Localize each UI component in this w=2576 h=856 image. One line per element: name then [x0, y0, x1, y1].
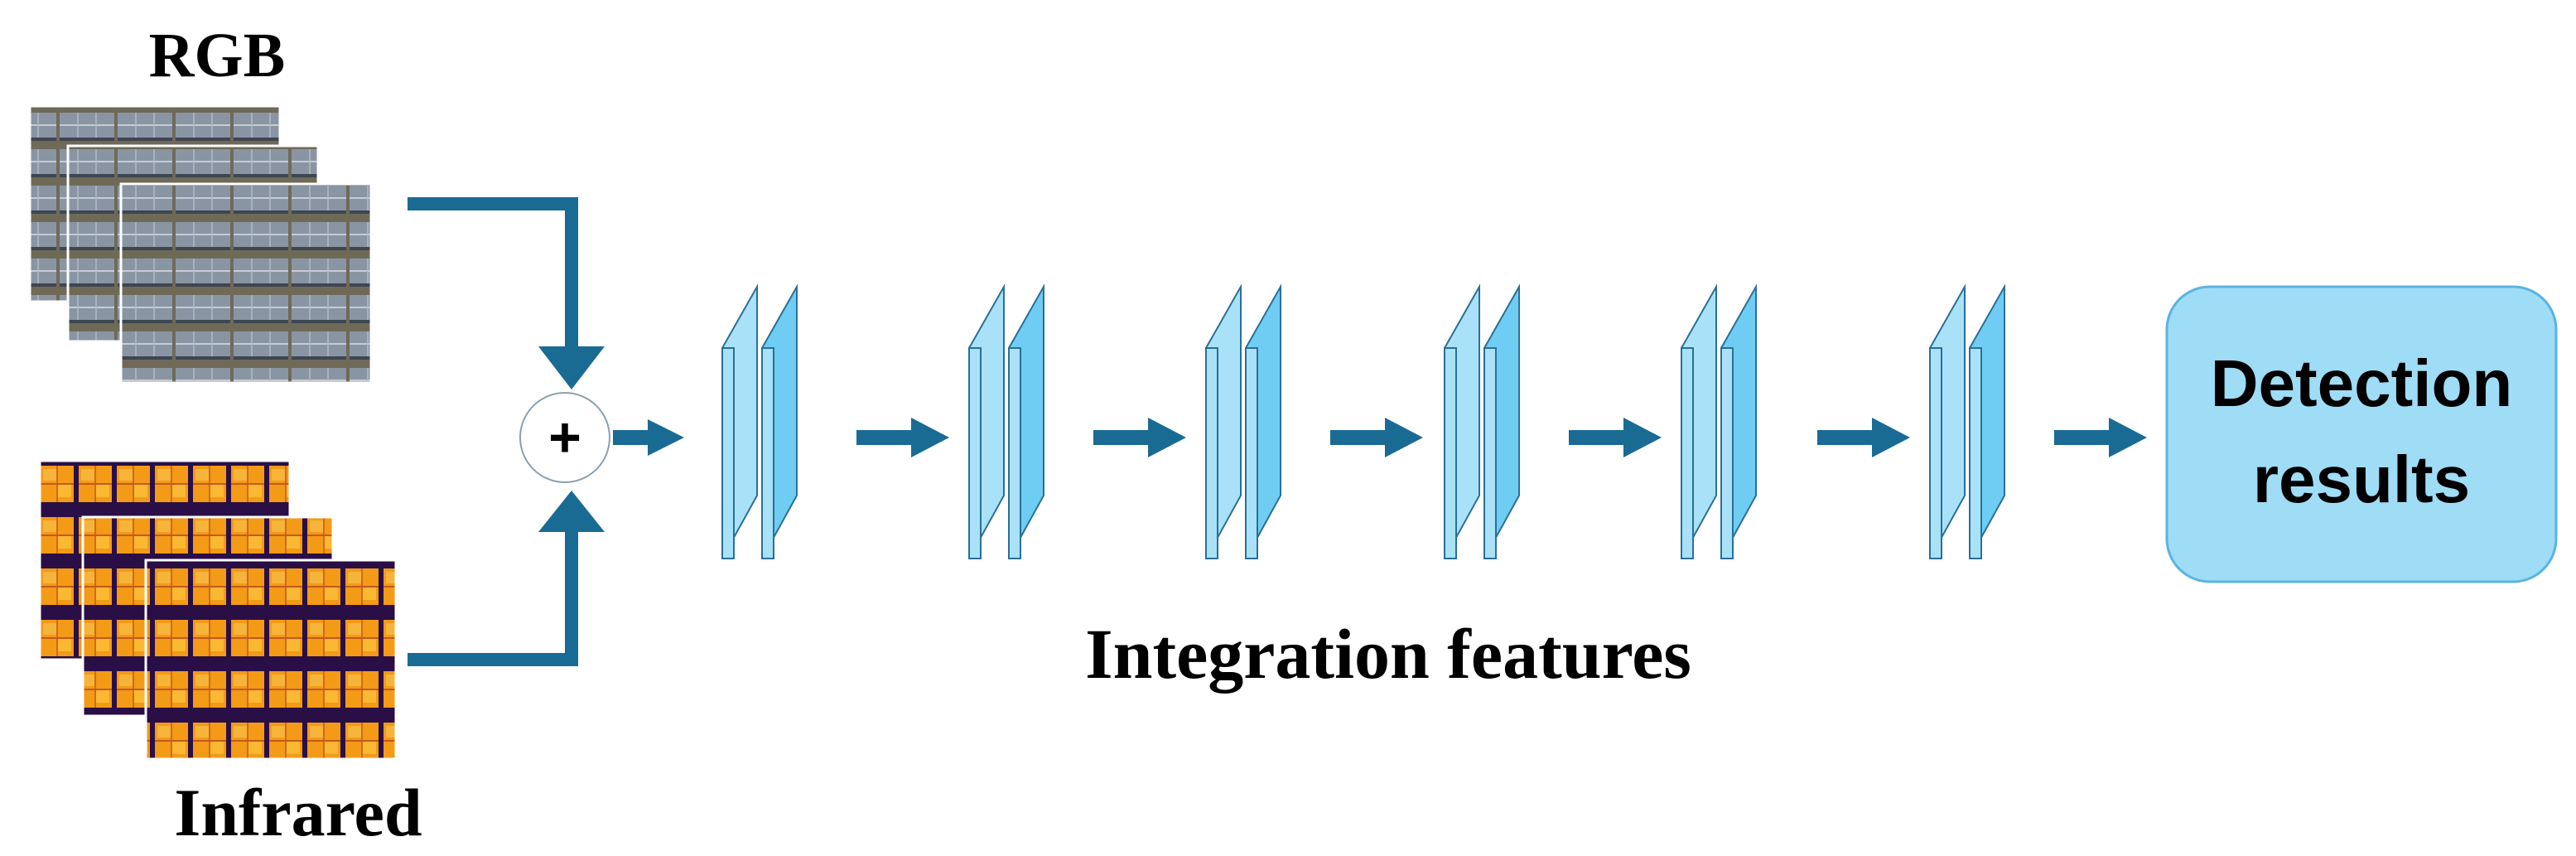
- arrow-block-3-to-4: [1330, 418, 1423, 457]
- arrow-block-2-to-3: [1093, 418, 1186, 457]
- block-arrows: [856, 418, 2147, 457]
- arrow-fusion-to-block-1: [613, 419, 684, 456]
- fusion-add-node: +: [519, 392, 610, 483]
- feature-block-6: [1929, 283, 2005, 559]
- infrared-label: Infrared: [174, 775, 422, 850]
- feature-block-2: [968, 283, 1044, 559]
- infrared-image-stack: [38, 459, 398, 761]
- integration-features-label: Integration features: [1085, 614, 1691, 694]
- feature-block-5: [1681, 283, 1757, 559]
- rgb-to-fusion-arrow: [408, 197, 605, 389]
- arrow-to-detection-results: [2054, 418, 2147, 457]
- plus-icon: +: [548, 406, 581, 469]
- rgb-image-stack: [28, 104, 373, 384]
- arrow-block-1-to-2: [856, 418, 949, 457]
- arrow-block-5-to-6: [1817, 418, 1910, 457]
- feature-block-1: [721, 283, 798, 559]
- infrared-to-fusion-arrow: [408, 491, 605, 666]
- detection-results-line-2: results: [2253, 443, 2470, 516]
- arrow-block-4-to-5: [1569, 418, 1662, 457]
- feature-block-4: [1444, 283, 1520, 559]
- feature-block-3: [1205, 283, 1281, 559]
- feature-blocks: [721, 283, 2005, 559]
- rgb-label: RGB: [149, 21, 286, 90]
- detection-results-box: Detection results: [2165, 285, 2558, 583]
- detection-results-line-1: Detection: [2211, 346, 2513, 420]
